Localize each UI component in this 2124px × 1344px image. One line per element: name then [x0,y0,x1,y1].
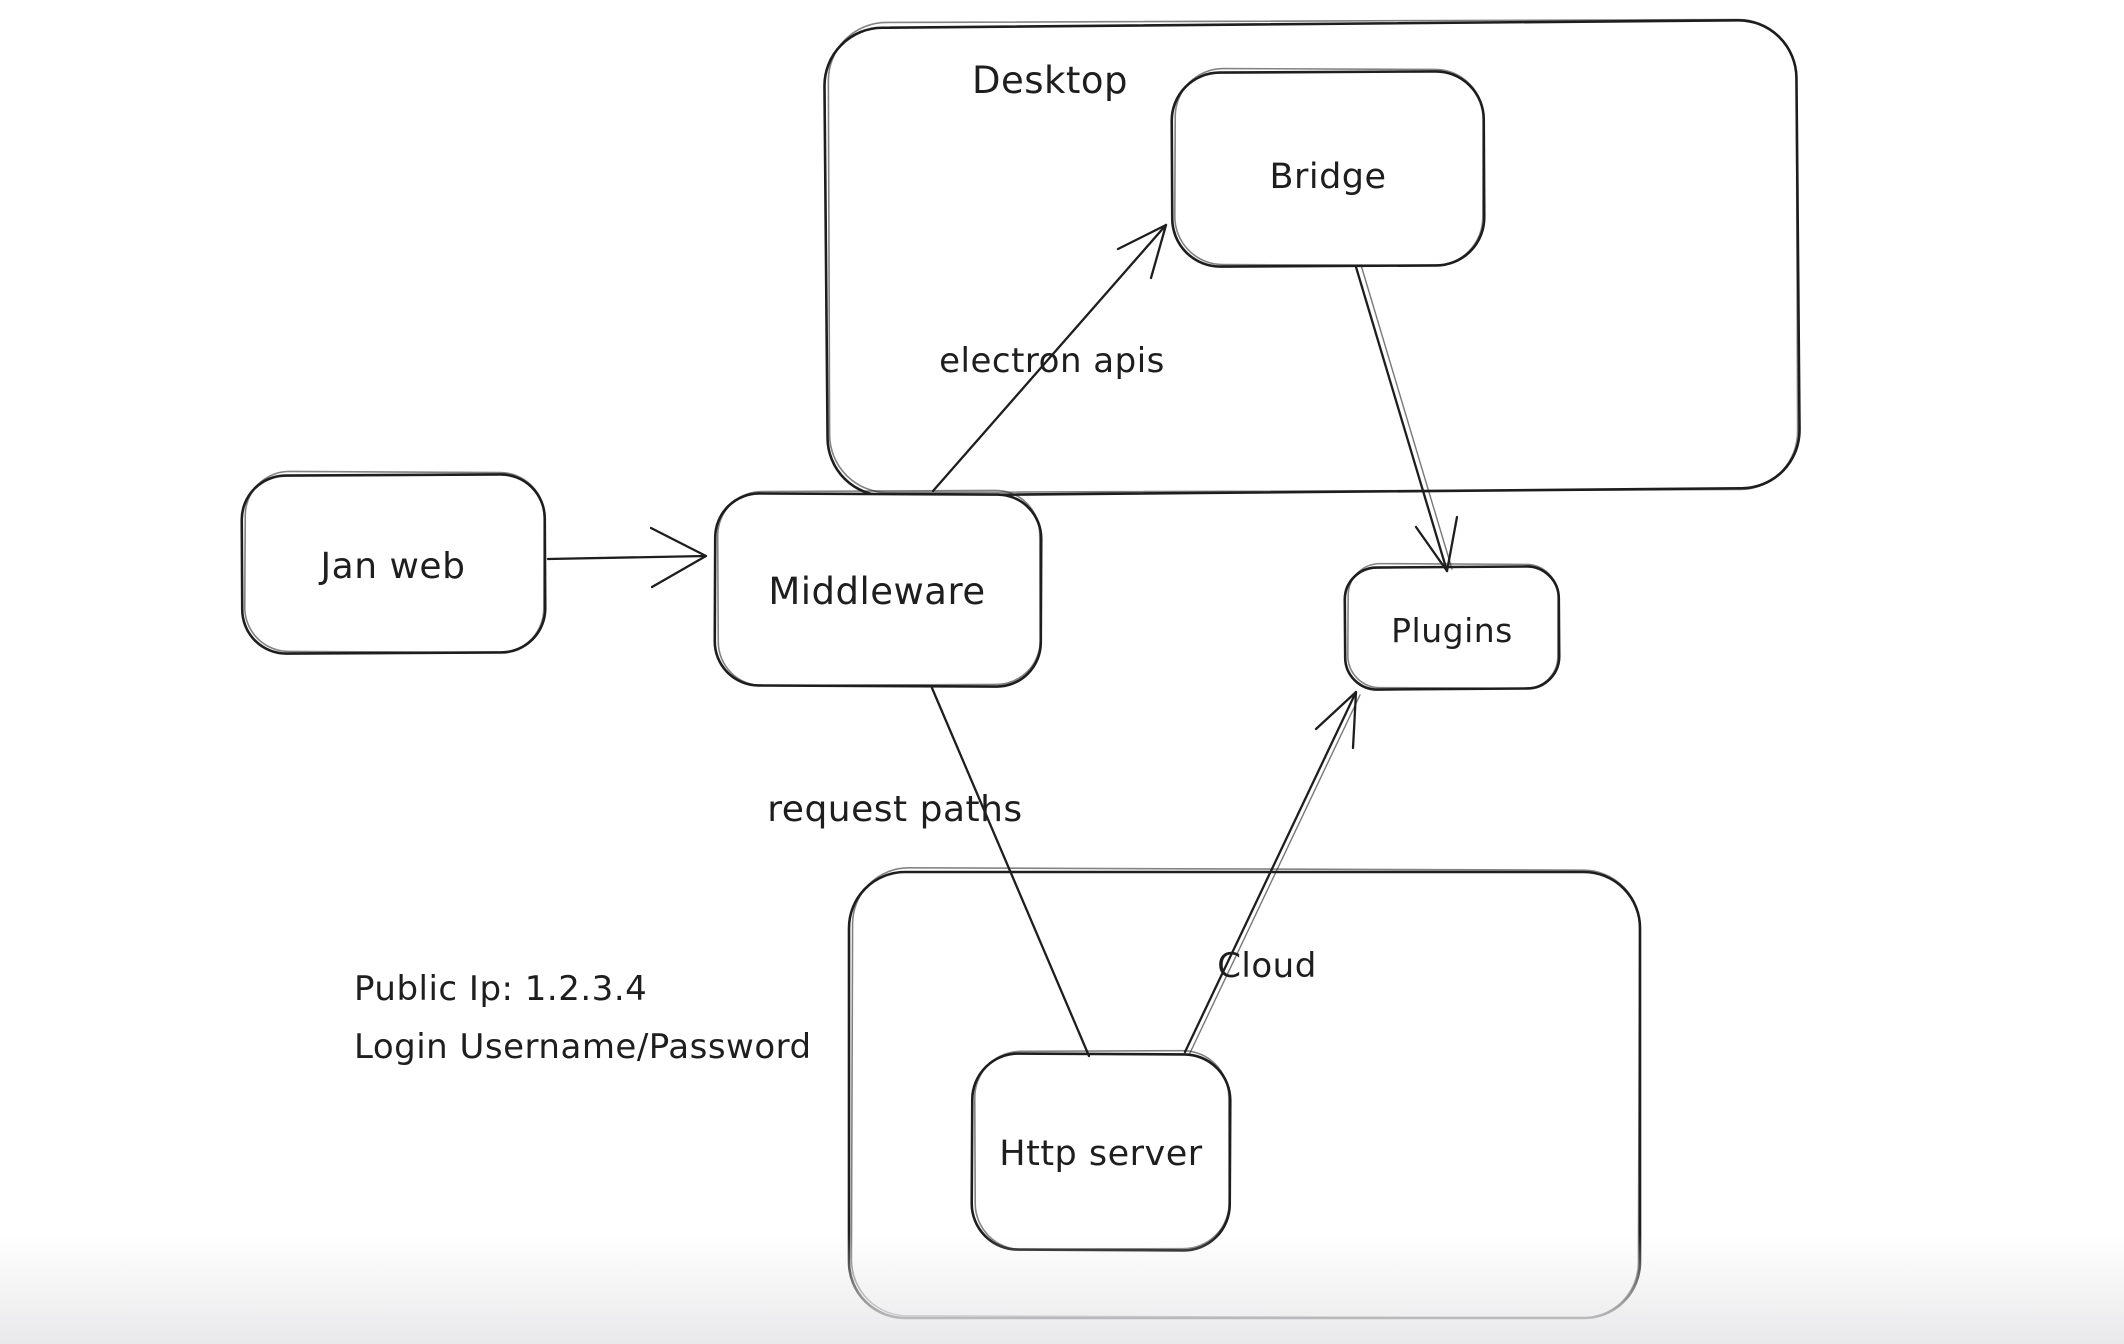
cloud-container [847,867,1642,1320]
arrow-middleware-to-bridge [931,223,1168,493]
desktop-container-label: Desktop [972,59,1128,102]
jan-web-label: Jan web [319,546,466,587]
plugins-label: Plugins [1391,611,1513,650]
edge-label-electron-apis: electron apis [939,341,1165,381]
http-server-label: Http server [999,1134,1203,1174]
middleware-label: Middleware [768,570,985,613]
arrow-bridge-to-plugins [1354,264,1459,573]
arrow-httpserver-to-plugins [1183,690,1361,1056]
bridge-node [1170,67,1486,268]
edge-label-request-paths: request paths [767,789,1022,830]
note-public-ip: Public Ip: 1.2.3.4 [354,969,647,1009]
arrow-janweb-to-middleware [546,526,708,589]
bridge-label: Bridge [1269,157,1386,197]
line-middleware-to-httpserver [930,686,1091,1058]
cloud-container-label: Cloud [1217,946,1317,986]
jan-web-node [240,470,547,655]
middleware-node [713,489,1043,688]
note-login: Login Username/Password [354,1027,812,1067]
